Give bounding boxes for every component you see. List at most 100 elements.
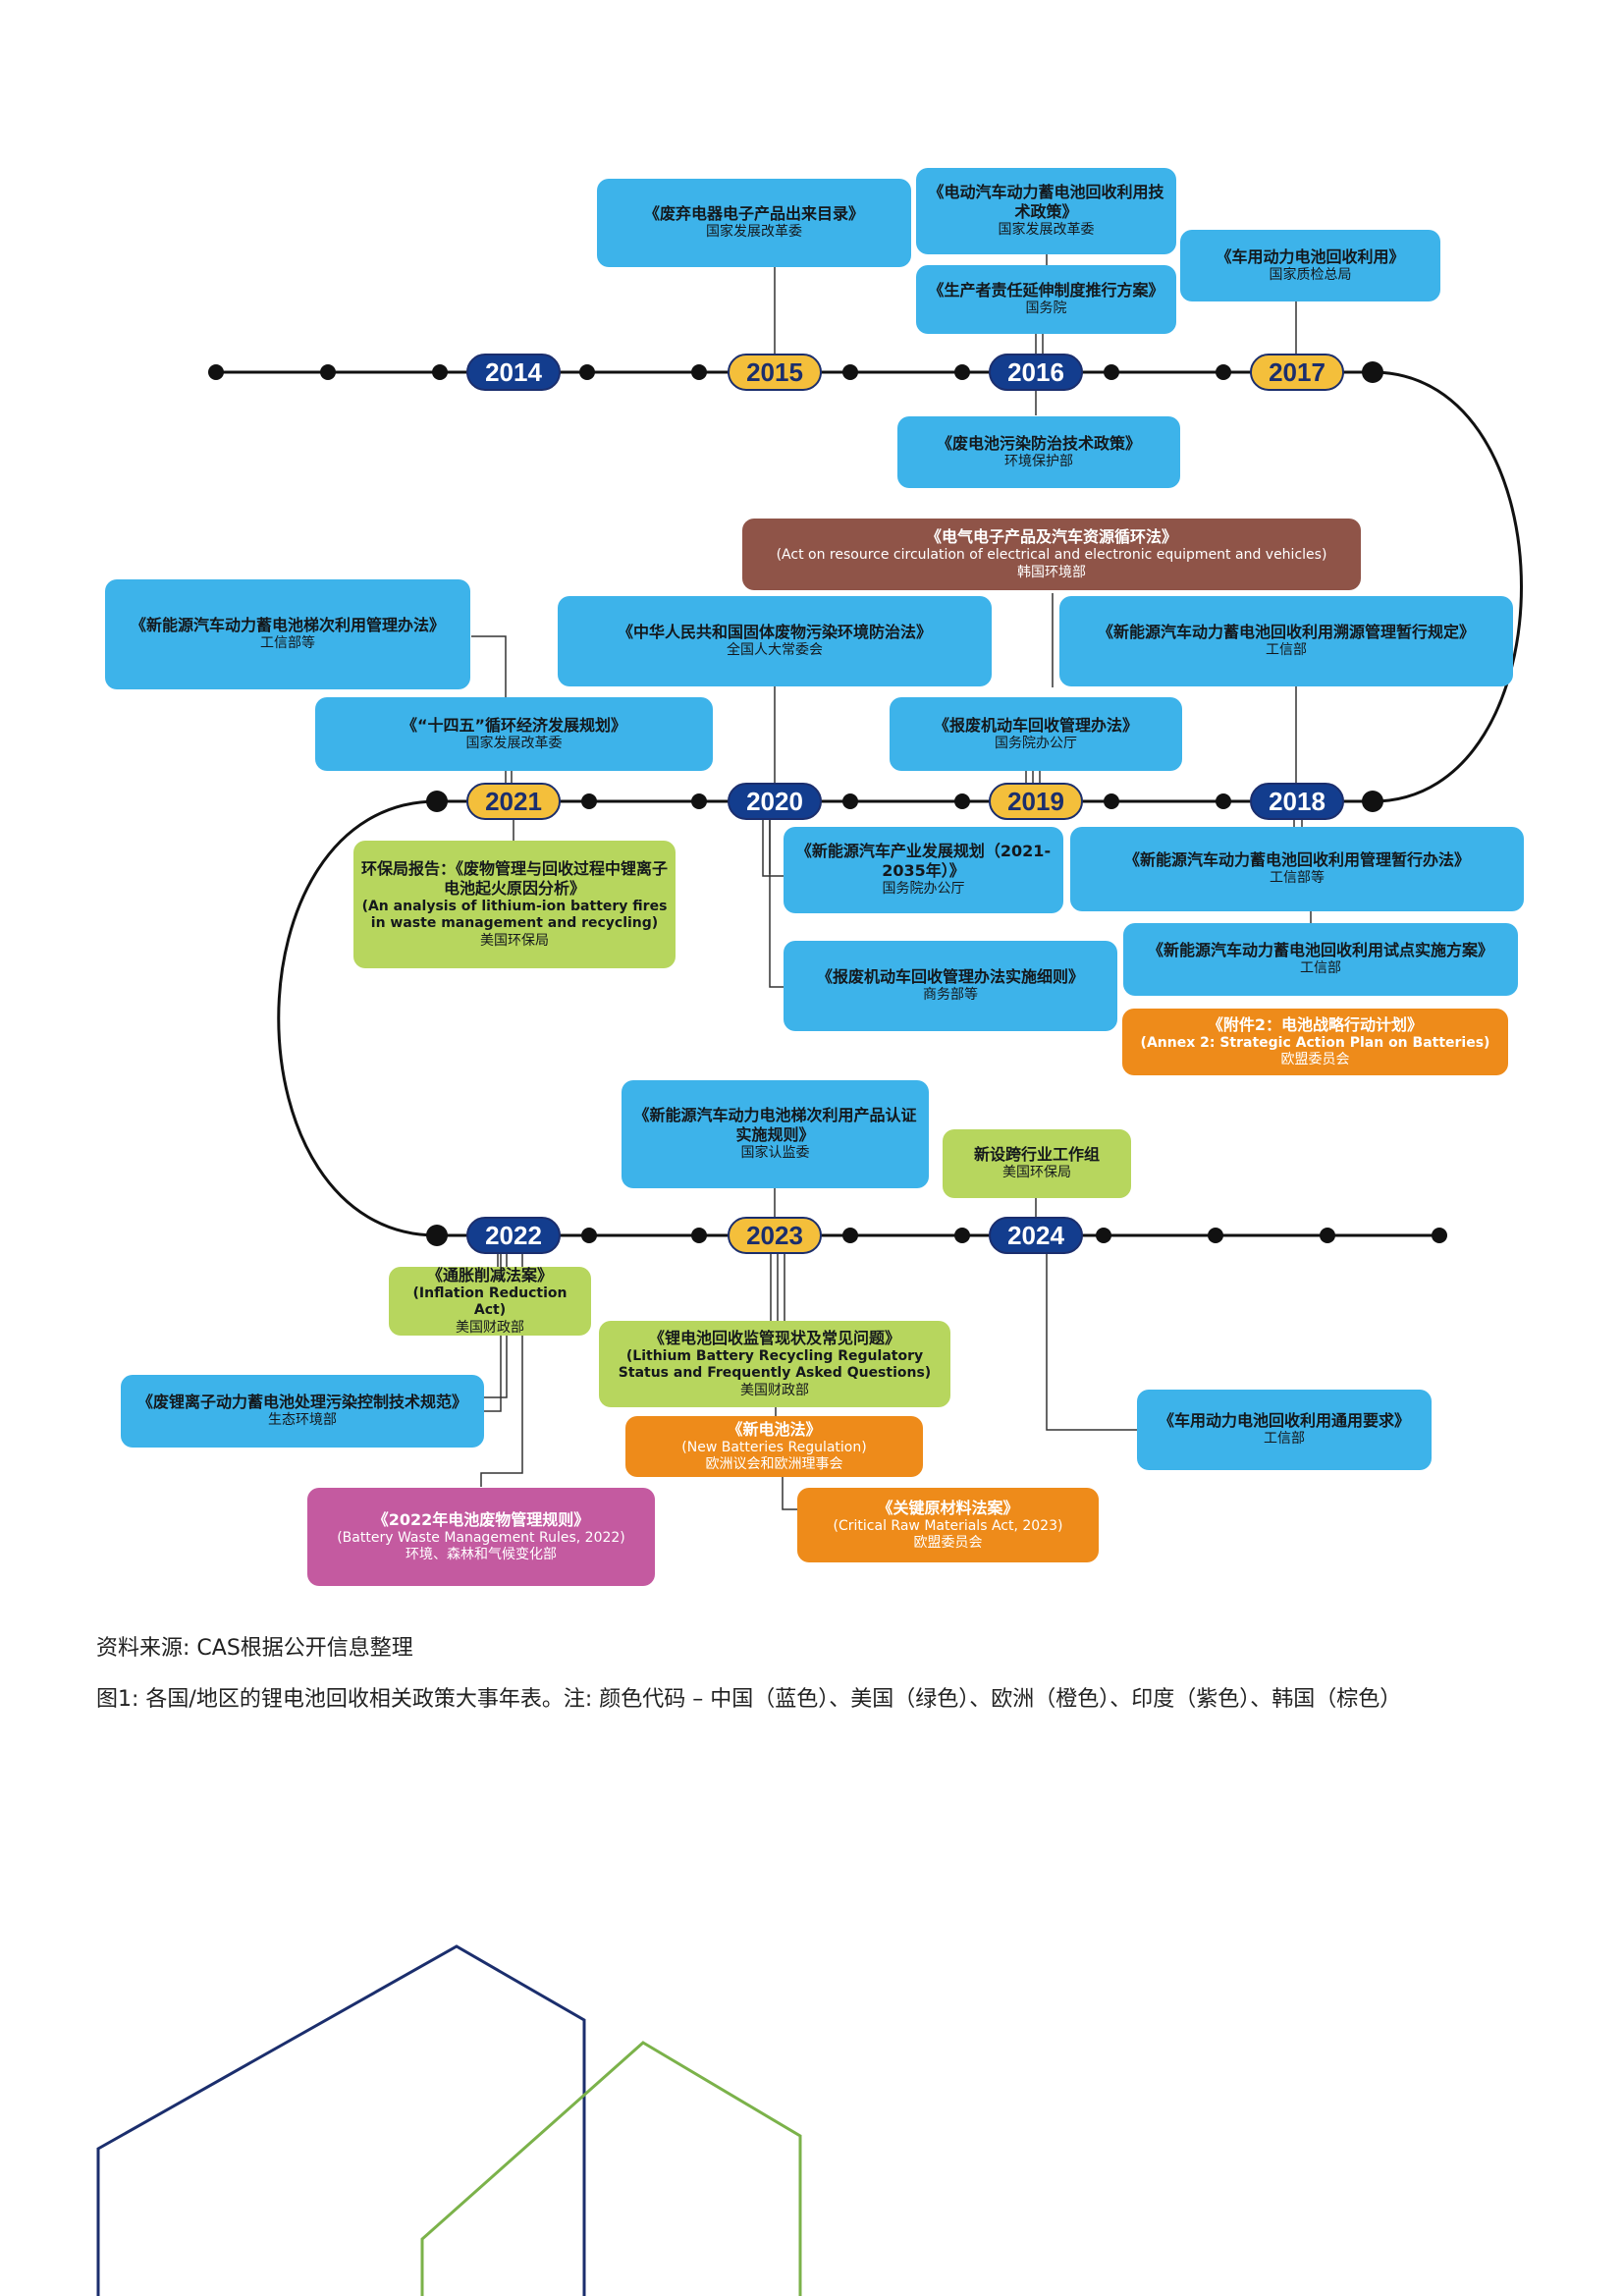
policy-box-2020-scrap-vehicle-rules: 《报废机动车回收管理办法实施细则》 商务部等 [784, 941, 1117, 1031]
year-2022: 2022 [466, 1217, 561, 1254]
policy-box-2018-pilot-program: 《新能源汽车动力蓄电池回收利用试点实施方案》 工信部 [1123, 923, 1518, 996]
policy-title: 环保局报告：《废物管理与回收过程中锂离子电池起火原因分析》 [361, 858, 669, 898]
policy-org: 美国财政部 [456, 1319, 524, 1336]
policy-box-2015-waste-electronics: 《废弃电器电子产品出来目录》 国家发展改革委 [597, 179, 911, 267]
policy-title: 《新能源汽车产业发展规划（2021-2035年）》 [795, 842, 1052, 881]
policy-title: 《电气电子产品及汽车资源循环法》 [925, 527, 1177, 546]
policy-title: 《新电池法》 [727, 1419, 822, 1439]
policy-box-2022-inflation-reduction-act: 《通胀削减法案》 (Inflation Reduction Act) 美国财政部 [389, 1265, 591, 1336]
year-2021: 2021 [466, 783, 561, 820]
policy-box-2024-us-working-group: 新设跨行业工作组 美国环保局 [943, 1129, 1131, 1198]
policy-org: 国家发展改革委 [465, 735, 563, 751]
policy-org: 美国环保局 [480, 932, 549, 949]
policy-title: 《通胀削减法案》 [426, 1265, 553, 1285]
policy-box-2022-india-battery-waste-rules: 《2022年电池废物管理规则》 (Battery Waste Managemen… [307, 1488, 655, 1586]
year-2015: 2015 [728, 354, 822, 391]
policy-box-2019-scrap-vehicle: 《报废机动车回收管理办法》 国务院办公厅 [890, 697, 1182, 771]
policy-org: 环境保护部 [1004, 453, 1073, 469]
policy-box-2018-recycling-interim-measures: 《新能源汽车动力蓄电池回收利用管理暂行办法》 工信部等 [1070, 827, 1524, 911]
policy-title: 《2022年电池废物管理规则》 [372, 1509, 590, 1529]
policy-title: 《中华人民共和国固体废物污染环境防治法》 [617, 623, 932, 642]
policy-box-2024-recycling-general-requirements: 《车用动力电池回收利用通用要求》 工信部 [1137, 1390, 1432, 1470]
policy-org: 韩国环境部 [1017, 564, 1086, 580]
policy-org: 国家发展改革委 [706, 224, 802, 241]
year-2024: 2024 [989, 1217, 1083, 1254]
policy-box-2023-cascade-certification: 《新能源汽车动力电池梯次利用产品认证实施规则》 国家认监委 [622, 1080, 929, 1188]
policy-title: 《车用动力电池回收利用》 [1216, 246, 1405, 266]
policy-english: (Lithium Battery Recycling Regulatory St… [618, 1347, 932, 1382]
policy-org: 欧盟委员会 [1280, 1052, 1350, 1067]
figure-caption: 图1: 各国/地区的锂电池回收相关政策大事年表。注: 颜色代码 – 中国（蓝色）… [96, 1687, 1402, 1712]
policy-title: 《车用动力电池回收利用通用要求》 [1158, 1411, 1410, 1431]
timeline-lines [208, 253, 1523, 1510]
policy-box-2016-ev-battery-tech: 《电动汽车动力蓄电池回收利用技术政策》 国家发展改革委 [916, 168, 1176, 254]
policy-box-2021-circular-economy-plan: 《“十四五”循环经济发展规划》 国家发展改革委 [315, 697, 713, 771]
year-2019: 2019 [989, 783, 1083, 820]
year-2018: 2018 [1250, 783, 1344, 820]
source-note: 资料来源: CAS根据公开信息整理 [96, 1636, 413, 1661]
policy-title: 《废锂离子动力蓄电池处理污染控制技术规范》 [136, 1393, 467, 1412]
policy-org: 全国人大常委会 [727, 642, 823, 659]
policy-title: 《废电池污染防治技术政策》 [936, 433, 1141, 453]
policy-box-2022-li-battery-pollution-control: 《废锂离子动力蓄电池处理污染控制技术规范》 生态环境部 [121, 1375, 484, 1448]
policy-box-2017-vehicle-battery: 《车用动力电池回收利用》 国家质检总局 [1180, 230, 1440, 301]
policy-english: (Battery Waste Management Rules, 2022) [337, 1529, 625, 1546]
policy-org: 工信部 [1266, 642, 1307, 659]
policy-org: 欧盟委员会 [913, 1535, 983, 1551]
policy-org: 国务院办公厅 [882, 881, 965, 898]
policy-box-2023-eu-critical-raw-materials: 《关键原材料法案》 (Critical Raw Materials Act, 2… [797, 1488, 1099, 1562]
policy-english: (Inflation Reduction Act) [412, 1285, 568, 1319]
policy-english: (Critical Raw Materials Act, 2023) [833, 1517, 1063, 1534]
policy-title: 《生产者责任延伸制度推行方案》 [928, 281, 1164, 301]
year-2023: 2023 [728, 1217, 822, 1254]
policy-org: 工信部 [1300, 960, 1341, 977]
policy-box-2016-producer-responsibility: 《生产者责任延伸制度推行方案》 国务院 [916, 265, 1176, 334]
policy-title: 《报废机动车回收管理办法》 [933, 715, 1138, 735]
policy-org: 美国财政部 [740, 1382, 809, 1398]
policy-title: 《新能源汽车动力蓄电池回收利用溯源管理暂行规定》 [1097, 623, 1475, 642]
policy-org: 国务院办公厅 [995, 735, 1077, 751]
year-2017: 2017 [1250, 354, 1344, 391]
policy-box-2023-eu-new-batteries-regulation: 《新电池法》 (New Batteries Regulation) 欧洲议会和欧… [625, 1416, 923, 1477]
policy-box-2021-cascade-use: 《新能源汽车动力蓄电池梯次利用管理办法》 工信部等 [105, 579, 470, 689]
policy-english: (An analysis of lithium-ion battery fire… [361, 898, 668, 932]
policy-org: 国家质检总局 [1269, 266, 1352, 283]
policy-box-2021-us-epa-report: 环保局报告：《废物管理与回收过程中锂离子电池起火原因分析》 (An analys… [353, 841, 676, 968]
policy-org: 国家认监委 [740, 1145, 810, 1162]
policy-title: 《新能源汽车动力电池梯次利用产品认证实施规则》 [633, 1106, 917, 1145]
policy-title: 《附件2：电池战略行动计划》 [1207, 1014, 1424, 1034]
policy-box-2016-waste-battery-pollution: 《废电池污染防治技术政策》 环境保护部 [897, 416, 1180, 488]
policy-title: 《废弃电器电子产品出来目录》 [643, 204, 864, 224]
policy-english: (Annex 2: Strategic Action Plan on Batte… [1140, 1034, 1490, 1051]
policy-box-2018-eu-battery-action-plan: 《附件2：电池战略行动计划》 (Annex 2: Strategic Actio… [1122, 1009, 1508, 1075]
policy-org: 工信部等 [1270, 870, 1325, 887]
policy-org: 生态环境部 [268, 1412, 337, 1429]
policy-org: 商务部等 [923, 987, 978, 1004]
decorative-hexagons [96, 1944, 802, 2296]
policy-org: 环境、森林和气候变化部 [406, 1547, 557, 1562]
policy-org: 国务院 [1025, 301, 1067, 317]
year-2016: 2016 [989, 354, 1083, 391]
policy-box-2018-traceability: 《新能源汽车动力蓄电池回收利用溯源管理暂行规定》 工信部 [1059, 596, 1513, 686]
policy-title: 《关键原材料法案》 [877, 1498, 1019, 1517]
policy-english: (Act on resource circulation of electric… [776, 547, 1327, 563]
policy-title: 《新能源汽车动力蓄电池回收利用试点实施方案》 [1147, 941, 1493, 960]
policy-title: 《电动汽车动力蓄电池回收利用技术政策》 [928, 183, 1164, 222]
policy-org: 欧洲议会和欧洲理事会 [705, 1456, 843, 1472]
policy-title: 新设跨行业工作组 [973, 1145, 1100, 1165]
policy-title: 《新能源汽车动力蓄电池梯次利用管理办法》 [130, 616, 445, 635]
policy-org: 美国环保局 [1002, 1165, 1071, 1181]
policy-english: (New Batteries Regulation) [681, 1439, 867, 1455]
policy-title: 《新能源汽车动力蓄电池回收利用管理暂行办法》 [1123, 850, 1470, 870]
policy-title: 《报废机动车回收管理办法实施细则》 [816, 967, 1084, 987]
policy-box-2023-us-lithium-recycling-faq: 《锂电池回收监管现状及常见问题》 (Lithium Battery Recycl… [599, 1321, 950, 1407]
policy-title: 《锂电池回收监管现状及常见问题》 [648, 1328, 900, 1347]
policy-box-2020-nev-industry-plan: 《新能源汽车产业发展规划（2021-2035年）》 国务院办公厅 [784, 827, 1063, 913]
year-2020: 2020 [728, 783, 822, 820]
policy-org: 工信部 [1264, 1431, 1305, 1448]
policy-box-2020-solid-waste-law: 《中华人民共和国固体废物污染环境防治法》 全国人大常委会 [558, 596, 992, 686]
policy-org: 国家发展改革委 [998, 222, 1095, 239]
year-2014: 2014 [466, 354, 561, 391]
policy-box-korea-resource-circulation: 《电气电子产品及汽车资源循环法》 (Act on resource circul… [742, 519, 1361, 590]
policy-org: 工信部等 [260, 635, 315, 652]
